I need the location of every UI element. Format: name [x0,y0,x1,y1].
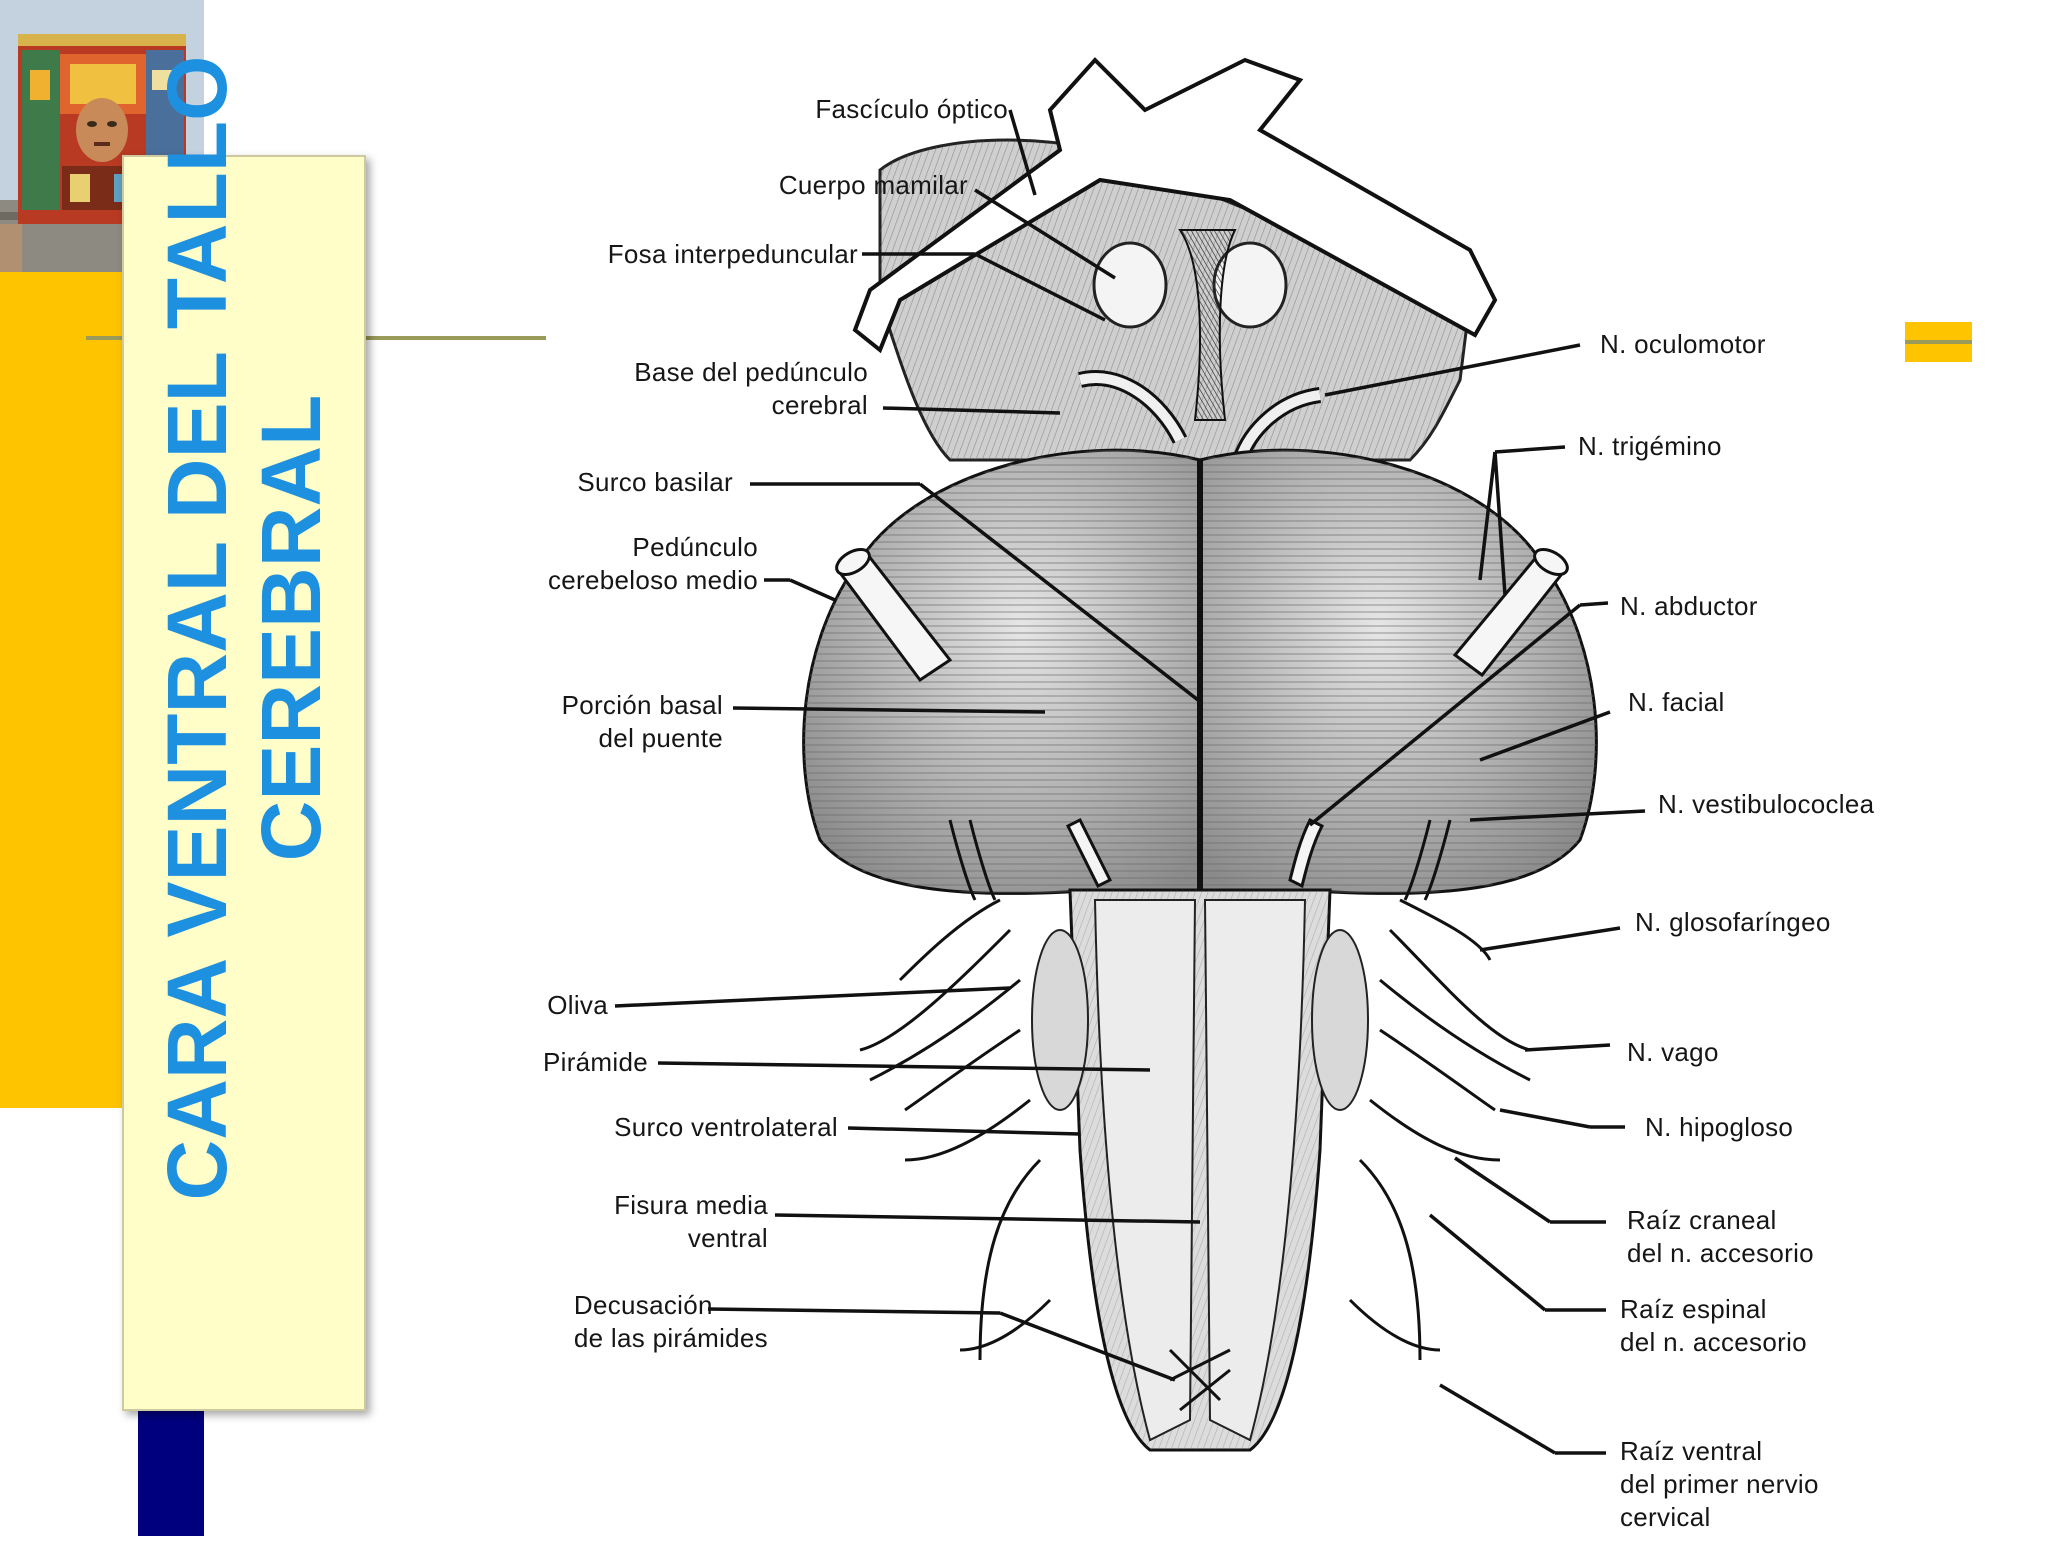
label-fasciculo-optico: Fascículo óptico [815,94,1008,124]
label-pedunculo-cerebeloso: Pedúnculo cerebeloso medio [547,532,758,595]
label-decusacion: Decusación de las pirámides [573,1290,768,1353]
label-n-vago: N. vago [1627,1037,1719,1067]
label-fisura-media: Fisura media ventral [614,1190,768,1253]
label-raiz-ventral: Raíz ventral del primer nervio cervical [1620,1436,1819,1532]
label-n-hipogloso: N. hipogloso [1645,1112,1794,1142]
label-n-glosofaringeo: N. glosofaríngeo [1635,907,1831,937]
label-fosa-interpeduncular: Fosa interpeduncular [607,239,858,269]
label-surco-ventrolateral: Surco ventrolateral [614,1112,838,1142]
label-porcion-basal: Porción basal del puente [561,690,723,753]
label-cuerpo-mamilar: Cuerpo mamilar [778,170,968,200]
slide-title-line2: CEREBRAL [244,394,338,862]
label-n-facial: N. facial [1628,687,1725,717]
label-n-vestibulococlea: N. vestibulococlea [1658,789,1875,819]
brainstem-figure [540,40,1980,1536]
label-raiz-craneal: Raíz craneal del n. accesorio [1627,1205,1814,1268]
label-raiz-espinal: Raíz espinal del n. accesorio [1620,1294,1807,1357]
label-n-abductor: N. abductor [1620,591,1758,621]
label-n-trigemino: N. trigémino [1578,431,1722,461]
brainstem-illustration [614,57,1646,1455]
right-accent-rule [1905,340,1972,344]
label-oliva: Oliva [547,990,608,1020]
slide-title: CARA VENTRAL DEL TALLO CEREBRAL [122,0,366,1256]
label-n-oculomotor: N. oculomotor [1600,329,1766,359]
slide-title-line1: CARA VENTRAL DEL TALLO [150,55,244,1201]
left-navy-band [138,1408,204,1536]
label-piramide: Pirámide [543,1047,648,1077]
label-base-pedunculo: Base del pedúnculo cerebral [634,357,868,420]
label-surco-basilar: Surco basilar [577,467,733,497]
title-box [122,155,366,1411]
left-yellow-band [0,272,124,1108]
